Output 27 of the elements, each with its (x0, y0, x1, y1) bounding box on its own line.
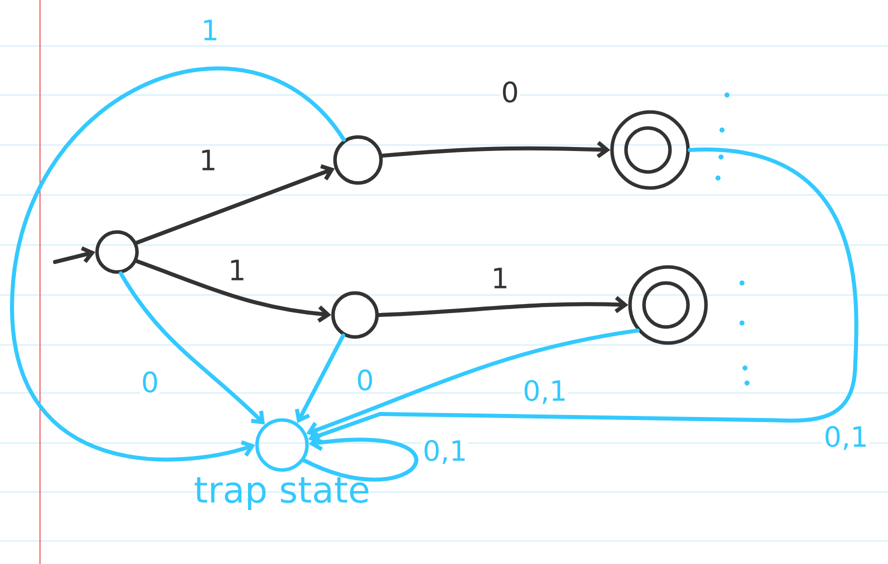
edge-label: 1 (490, 266, 510, 290)
state-circle (610, 110, 690, 190)
arrow (306, 328, 640, 438)
edge-label: 0,1 (522, 378, 568, 405)
edge-label: 1 (198, 148, 218, 172)
node-label: trap state (194, 477, 368, 510)
arrow (294, 334, 346, 424)
edge-label: 0 (355, 368, 375, 392)
state-circle (95, 230, 139, 274)
edge-label: 0,1 (422, 438, 468, 465)
arrow (53, 246, 96, 264)
state-circle (333, 135, 383, 185)
edge-label: 0 (500, 80, 520, 104)
arrow (118, 271, 265, 424)
arrow (380, 141, 610, 158)
edge-label: 1 (200, 18, 220, 42)
arrow (10, 66, 346, 462)
edge-label: 0 (140, 370, 160, 394)
arrow (308, 148, 858, 444)
arrow (134, 259, 332, 323)
arrow (376, 296, 628, 317)
arrow (302, 434, 418, 482)
edge-label: 1 (227, 258, 247, 282)
state-circle (628, 265, 708, 345)
arrow (134, 164, 335, 245)
edge-label: 0,1 (822, 424, 870, 451)
state-circle (331, 291, 379, 339)
